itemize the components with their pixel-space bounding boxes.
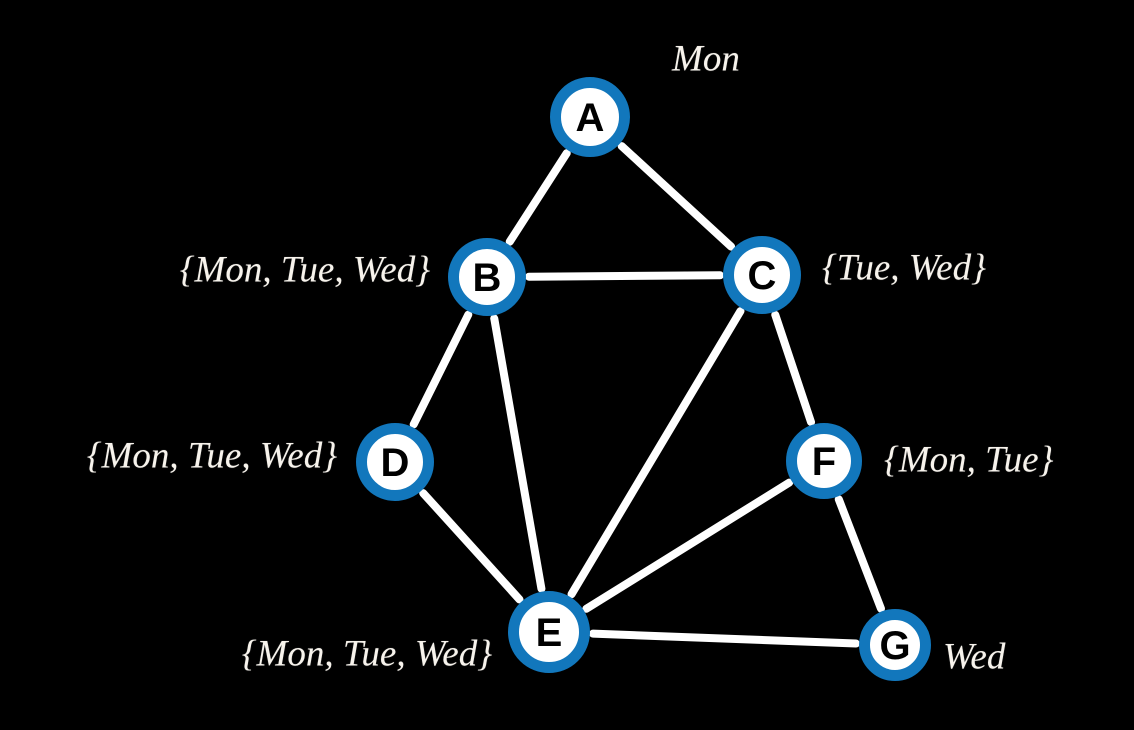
domain-label-d: {Mon, Tue, Wed}	[86, 435, 337, 477]
node-circle-g	[859, 609, 931, 681]
graph-node-g[interactable]: G	[859, 609, 931, 681]
graph-node-d[interactable]: D	[356, 423, 434, 501]
node-letter-e: E	[536, 611, 563, 655]
node-layer: A B C D E F G	[356, 77, 931, 681]
node-letter-d: D	[381, 441, 410, 485]
graph-edge-e-f	[582, 478, 794, 613]
domain-label-a: Mon	[672, 38, 740, 80]
graph-edge-b-c	[524, 271, 725, 281]
edge-layer	[409, 142, 885, 648]
graph-node-a[interactable]: A	[550, 77, 630, 157]
domain-label-f: {Mon, Tue}	[884, 439, 1054, 481]
node-circle-c	[723, 236, 801, 314]
graph-edge-e-g	[588, 629, 861, 648]
graph-node-b[interactable]: B	[448, 238, 526, 316]
domain-label-c: {Tue, Wed}	[822, 247, 986, 289]
graph-edge-d-e	[419, 489, 524, 604]
graph-edge-c-f	[771, 310, 816, 427]
domain-label-b: {Mon, Tue, Wed}	[179, 249, 430, 291]
graph-edge-a-b	[505, 149, 571, 246]
node-letter-c: C	[748, 254, 777, 298]
node-letter-g: G	[879, 624, 910, 668]
node-letter-f: F	[812, 440, 836, 484]
node-circle-b	[448, 238, 526, 316]
node-circle-d	[356, 423, 434, 501]
domain-label-e: {Mon, Tue, Wed}	[241, 633, 492, 675]
node-letter-b: B	[473, 256, 502, 300]
graph-edge-f-g	[834, 495, 885, 613]
graph-node-e[interactable]: E	[508, 591, 590, 673]
node-letter-a: A	[576, 96, 605, 140]
graph-edge-c-e	[567, 307, 745, 599]
graph-edge-b-d	[409, 310, 473, 429]
node-circle-f	[786, 423, 862, 499]
node-circle-e	[508, 591, 590, 673]
graph-edge-a-c	[617, 142, 736, 251]
node-circle-a	[550, 77, 630, 157]
graph-edge-b-e	[490, 314, 546, 593]
graph-node-c[interactable]: C	[723, 236, 801, 314]
domain-label-g: Wed	[943, 636, 1006, 678]
graph-node-f[interactable]: F	[786, 423, 862, 499]
